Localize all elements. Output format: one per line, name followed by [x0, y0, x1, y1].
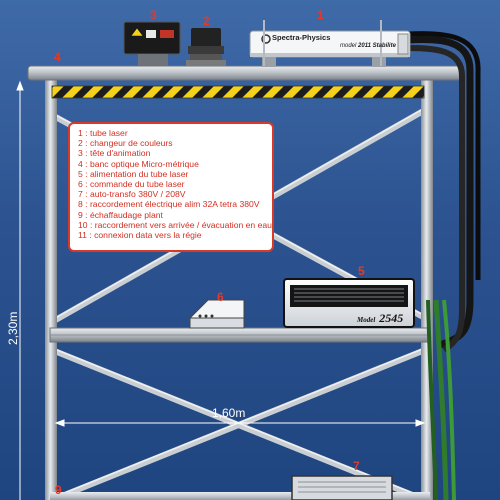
hazard-stripe — [52, 86, 424, 98]
callout-9: 9 — [55, 483, 62, 497]
psu-model-number: 2545 — [379, 311, 404, 325]
callout-5: 5 — [358, 264, 365, 278]
width-dimension-line — [54, 419, 426, 427]
legend-box: 1 : tube laser 2 : changeur de couleurs … — [68, 122, 274, 252]
callout-2: 2 — [203, 14, 210, 28]
callout-6: 6 — [217, 290, 224, 304]
animation-head — [123, 21, 181, 66]
auto-transformer — [291, 475, 393, 500]
legend-item: 9 : échaffaudage plant — [78, 209, 163, 220]
psu-model-prefix: Model — [357, 316, 376, 324]
height-dimension-label: 2,30m — [6, 311, 20, 345]
laser-model-number: 2011 Stabilite — [358, 43, 396, 49]
legend-item: 10 : raccordement vers arrivée / évacuat… — [78, 219, 272, 230]
laser-power-supply — [283, 278, 415, 328]
laser-model-prefix: model — [340, 43, 357, 49]
height-dimension-line — [16, 80, 24, 500]
legend-item: 2 : changeur de couleurs — [78, 138, 173, 149]
legend-item: 4 : banc optique Micro-métrique — [78, 158, 199, 169]
laser-tube — [249, 20, 411, 67]
laser-model-label: model 2011 Stabilite — [340, 43, 396, 49]
psu-model-label: Model 2545 — [357, 309, 403, 327]
callout-1: 1 — [317, 8, 324, 22]
legend-item: 3 : tête d'animation — [78, 148, 151, 159]
laser-brand-label: Spectra-Physics — [272, 33, 331, 42]
callout-3: 3 — [150, 8, 157, 22]
legend-item: 11 : connexion data vers la régie — [78, 230, 202, 241]
legend-item: 8 : raccordement électrique alim 32A tet… — [78, 199, 260, 210]
water-hoses — [407, 31, 481, 500]
callout-7: 7 — [353, 459, 360, 473]
left-upright — [45, 72, 57, 500]
width-dimension-label: 1,60m — [212, 406, 246, 420]
callout-4: 4 — [54, 50, 61, 64]
top-rail — [27, 65, 465, 81]
legend-item: 5 : alimentation du tube laser — [78, 168, 189, 179]
legend-item: 1 : tube laser — [78, 128, 128, 138]
laser-controller — [188, 299, 245, 329]
right-upright — [421, 72, 433, 500]
legend-item: 6 : commande du tube laser — [78, 179, 185, 190]
legend-item: 7 : auto-transfo 380V / 208V — [78, 189, 186, 200]
color-changer — [186, 28, 226, 66]
